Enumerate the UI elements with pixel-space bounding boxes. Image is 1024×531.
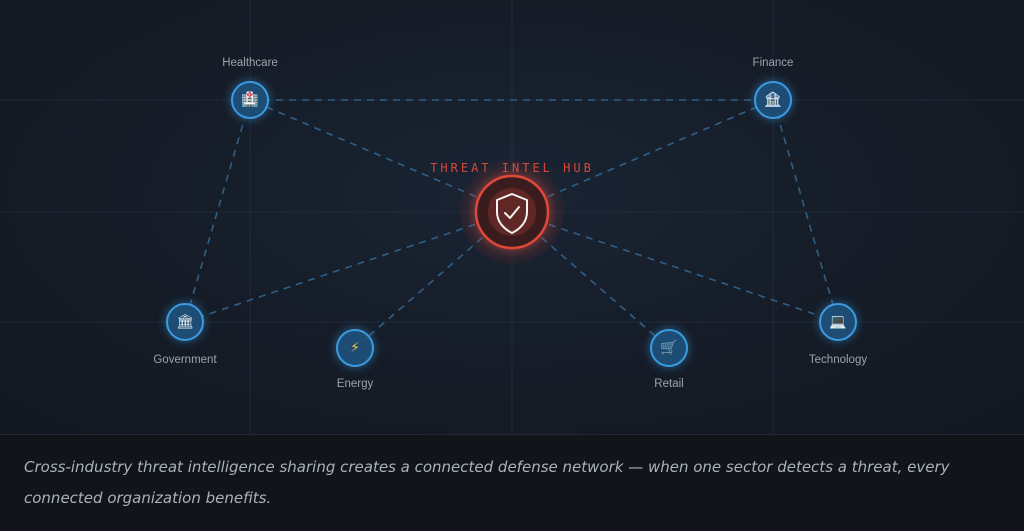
- retail-label: Retail: [654, 378, 684, 390]
- link-hub-energy: [354, 211, 513, 349]
- technology-node[interactable]: 💻: [819, 303, 857, 341]
- laptop-icon: 💻: [829, 314, 847, 330]
- diagram-caption: Cross-industry threat intelligence shari…: [24, 458, 950, 507]
- link-healthcare-government: [184, 99, 251, 323]
- shield-check-icon: [496, 193, 528, 234]
- finance-label: Finance: [752, 57, 794, 69]
- government-node[interactable]: 🏛: [166, 303, 204, 341]
- link-hub-healthcare: [249, 99, 513, 213]
- network-links: [0, 0, 1024, 434]
- healthcare-node[interactable]: 🏥: [231, 81, 269, 119]
- lightning-icon: ⚡: [350, 340, 360, 356]
- bank-icon: 🏦: [764, 92, 782, 108]
- finance-node[interactable]: 🏦: [754, 81, 792, 119]
- energy-label: Energy: [336, 378, 374, 390]
- energy-node[interactable]: ⚡: [336, 329, 374, 367]
- healthcare-label: Healthcare: [222, 57, 278, 69]
- threat-network-diagram: THREAT INTEL HUB Healthcare 🏥 Finance 🏦 …: [0, 0, 1024, 435]
- hub-node[interactable]: [460, 160, 564, 264]
- government-building-icon: 🏛: [176, 314, 194, 330]
- technology-label: Technology: [808, 354, 868, 366]
- link-hub-technology: [511, 211, 839, 323]
- hub-title: THREAT INTEL HUB: [430, 161, 594, 175]
- government-label: Government: [153, 354, 217, 366]
- shopping-cart-icon: 🛒: [660, 340, 678, 356]
- link-hub-retail: [511, 211, 670, 349]
- link-hub-finance: [511, 99, 774, 213]
- hospital-icon: 🏥: [241, 92, 259, 108]
- retail-node[interactable]: 🛒: [650, 329, 688, 367]
- link-hub-government: [184, 211, 513, 323]
- link-finance-technology: [772, 99, 839, 323]
